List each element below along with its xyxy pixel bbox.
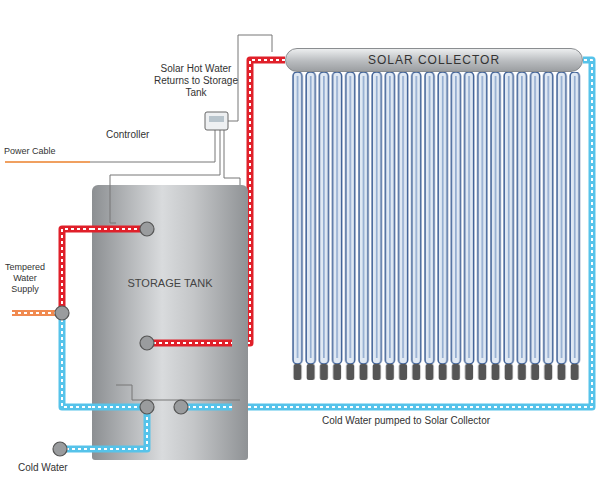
cable-label: Power Cable — [4, 146, 84, 157]
node-title: SOLAR COLLECTOR — [368, 53, 500, 67]
hot-pipe — [248, 60, 285, 343]
tempering-valve — [55, 306, 69, 320]
cold-inlet — [53, 442, 67, 456]
vacuum-tubes — [291, 72, 581, 385]
controller-label: Controller — [106, 129, 166, 141]
collector-header: SOLAR COLLECTOR — [285, 48, 583, 72]
cold-pipe — [248, 60, 592, 407]
storage-tank: STORAGE TANK — [92, 185, 248, 460]
controller-box — [205, 112, 228, 130]
flow-note: Solar Hot Water Returns to Storage Tank — [150, 63, 242, 99]
inlet-label: Cold Water — [18, 462, 98, 474]
flow-note: Cold Water pumped to Solar Collector — [322, 415, 582, 427]
tank-internal-pipes — [92, 185, 232, 460]
node-title: STORAGE TANK — [92, 277, 248, 289]
outlet-label: Tempered Water Supply — [0, 262, 50, 294]
